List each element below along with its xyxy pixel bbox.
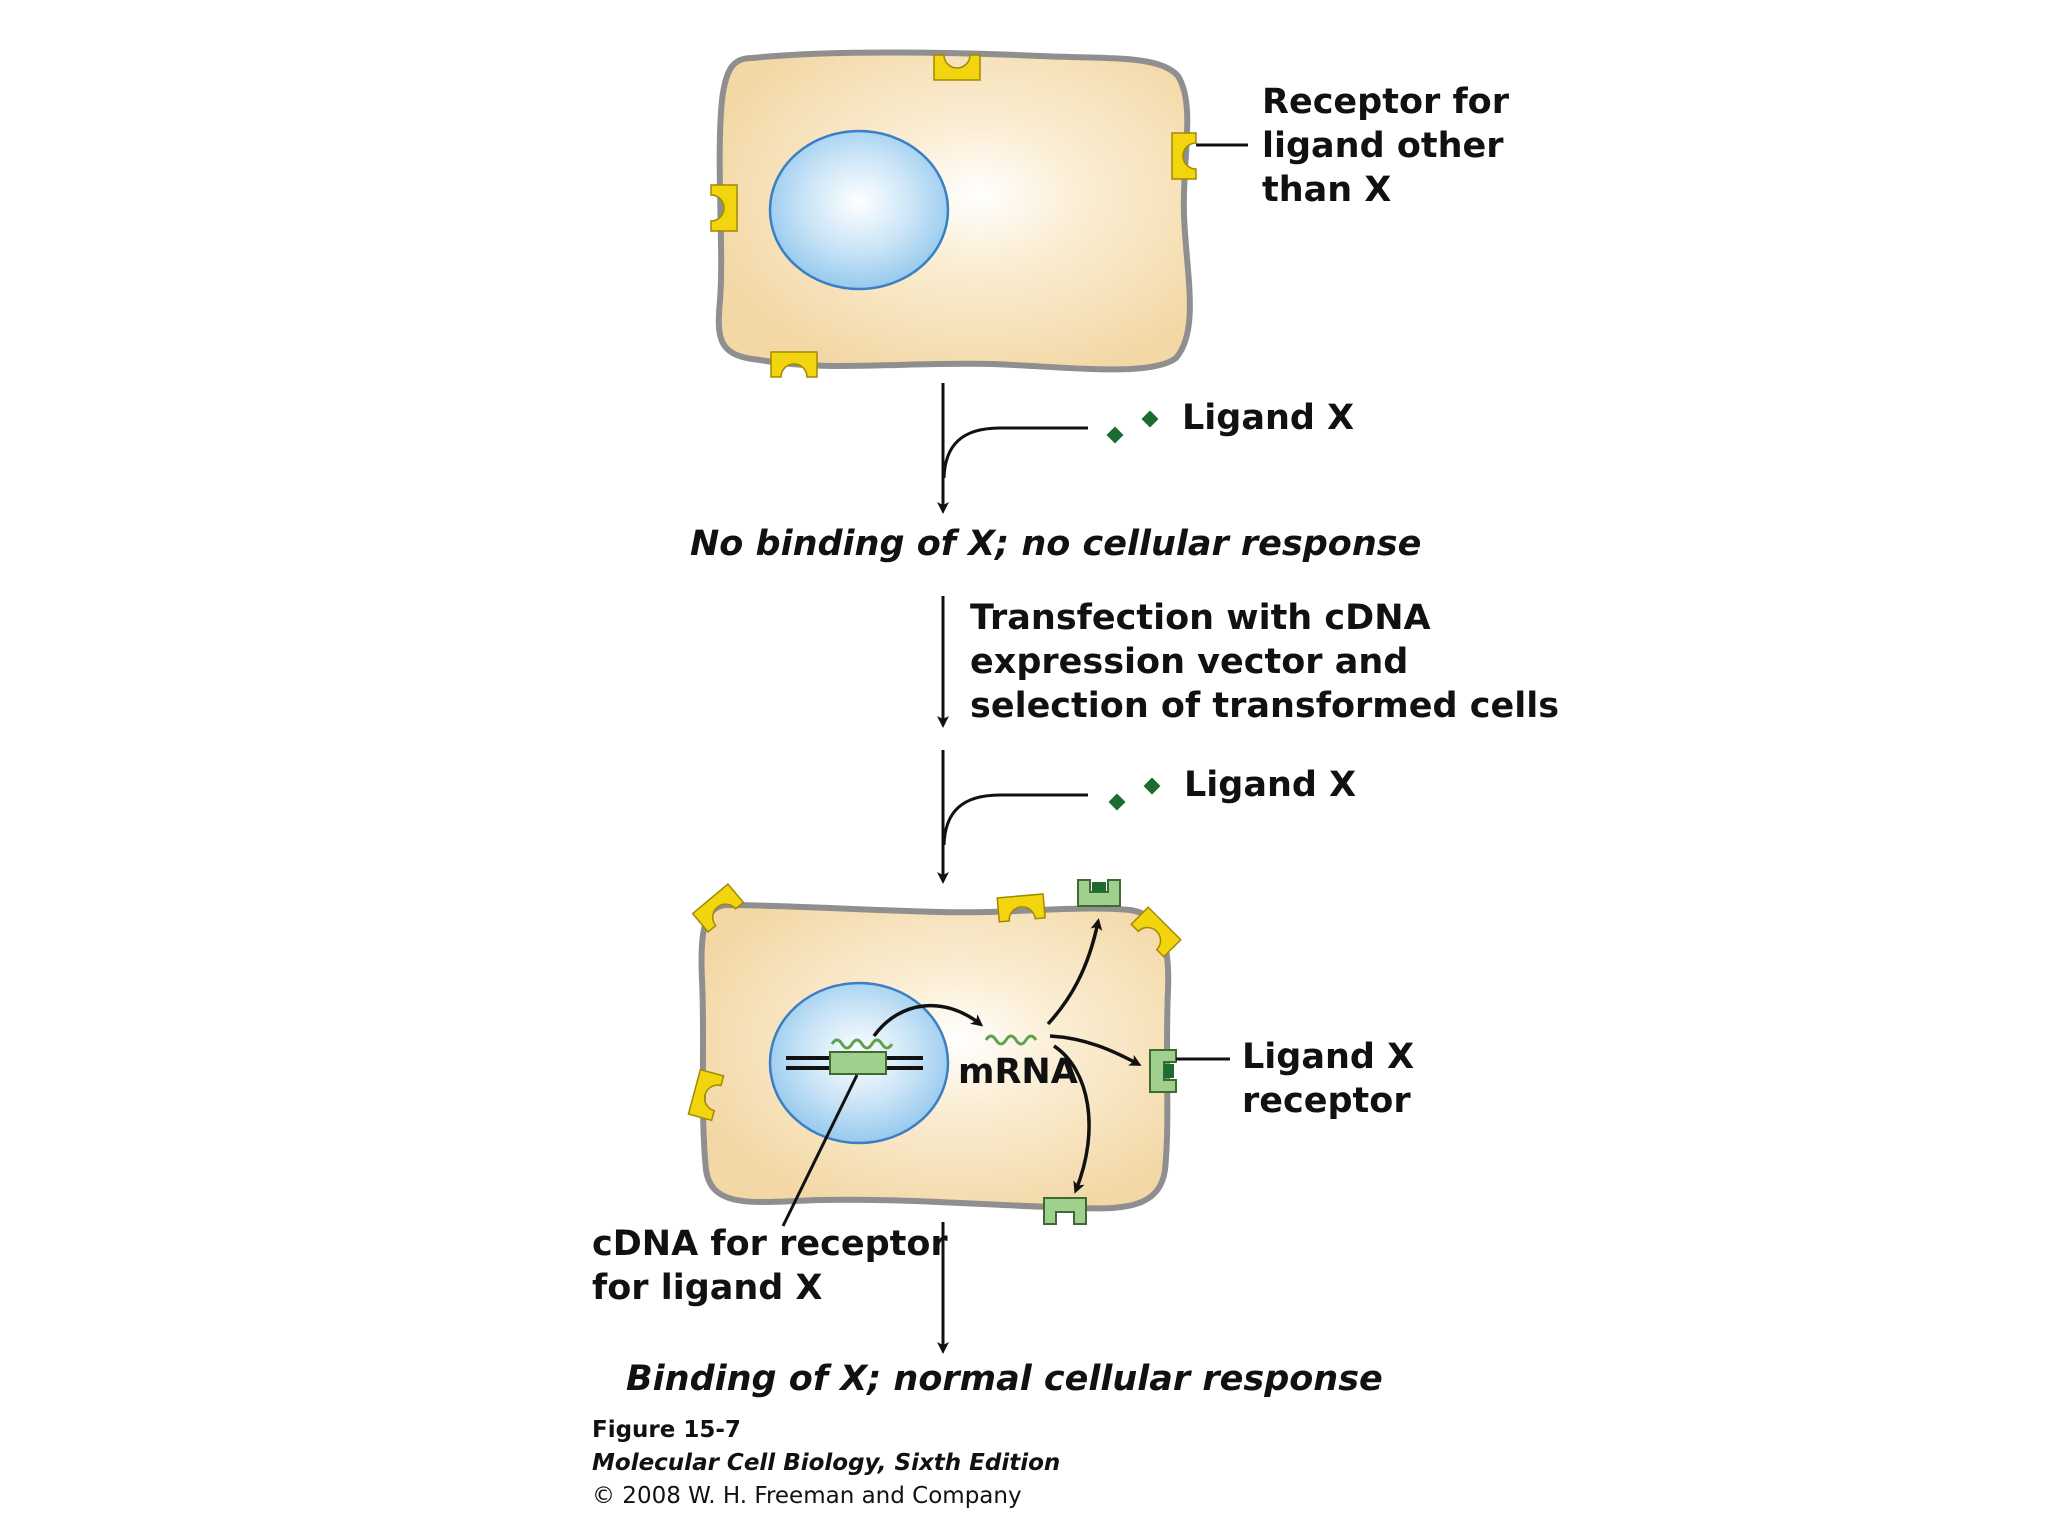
receptor-other-b1 xyxy=(691,882,745,934)
label-ligand-x-1: Ligand X xyxy=(1182,398,1355,438)
receptor-other-b3 xyxy=(1130,906,1182,958)
label-cdna-receptor-line2: for ligand X xyxy=(592,1268,823,1308)
ligand-approach-1 xyxy=(942,426,1088,479)
arrow-mrna-to-bottom-receptor xyxy=(1053,1044,1091,1194)
receptor-x-right xyxy=(1149,1049,1177,1093)
label-receptor-other-line3: than X xyxy=(1262,170,1392,210)
receptor-other-right xyxy=(1171,132,1197,180)
top-cell xyxy=(710,49,1197,378)
step-ligand-1 xyxy=(937,383,1159,514)
mrna-transcript-nucleus xyxy=(830,1038,894,1050)
step-ligand-2 xyxy=(937,750,1161,884)
label-ligand-x-2: Ligand X xyxy=(1184,765,1357,805)
arrow-mrna-to-right-receptor xyxy=(1049,1034,1142,1066)
receptor-other-top xyxy=(933,54,981,81)
cdna-pointer xyxy=(781,1074,859,1227)
label-binding: Binding of X; normal cellular response xyxy=(626,1359,1383,1399)
label-transfection-line2: expression vector and xyxy=(970,642,1409,682)
label-mrna: mRNA xyxy=(958,1052,1078,1092)
receptor-x-bottom xyxy=(1043,1197,1087,1225)
top-cell-nucleus xyxy=(768,129,950,291)
caption-book: Molecular Cell Biology, Sixth Edition xyxy=(592,1450,1061,1476)
label-ligand-x-receptor-line2: receptor xyxy=(1242,1081,1411,1121)
dna-strand xyxy=(786,1038,923,1075)
mrna-cytoplasm xyxy=(984,1034,1038,1046)
label-transfection-line3: selection of transformed cells xyxy=(970,686,1560,726)
ligand-approach-2 xyxy=(942,793,1088,846)
ligand-x-molecule xyxy=(1106,426,1124,444)
label-no-binding: No binding of X; no cellular response xyxy=(690,524,1422,564)
label-cdna-receptor: cDNA for receptor for ligand X xyxy=(592,1222,948,1310)
label-cdna-receptor-line1: cDNA for receptor xyxy=(592,1224,948,1264)
label-transfection-line1: Transfection with cDNA xyxy=(970,598,1431,638)
receptor-other-bottom xyxy=(770,351,818,378)
label-transfection: Transfection with cDNA expression vector… xyxy=(970,596,1559,728)
ligand-x-molecule xyxy=(1141,410,1159,428)
label-receptor-other-line2: ligand other xyxy=(1262,126,1504,166)
receptor-other-b2 xyxy=(996,893,1046,923)
label-receptor-other-line1: Receptor for xyxy=(1262,82,1509,122)
top-cell-membrane xyxy=(715,49,1193,373)
label-receptor-other: Receptor for ligand other than X xyxy=(1262,80,1509,212)
caption-figure: Figure 15-7 xyxy=(592,1417,741,1443)
label-ligand-x-receptor-line1: Ligand X xyxy=(1242,1037,1415,1077)
ligand-x-molecule xyxy=(1143,777,1161,795)
arrow-nucleus-to-mrna xyxy=(872,1003,984,1038)
ligand-x-molecule xyxy=(1108,793,1126,811)
cdna-insert xyxy=(829,1051,887,1075)
arrow-mrna-to-top-receptor xyxy=(1046,918,1103,1026)
receptor-other-left xyxy=(710,184,738,232)
receptor-other-b4 xyxy=(687,1068,725,1122)
label-ligand-x-receptor: Ligand X receptor xyxy=(1242,1035,1414,1123)
caption-copyright: © 2008 W. H. Freeman and Company xyxy=(592,1483,1022,1509)
receptor-x-top xyxy=(1077,879,1121,907)
bottom-cell xyxy=(687,879,1230,1227)
